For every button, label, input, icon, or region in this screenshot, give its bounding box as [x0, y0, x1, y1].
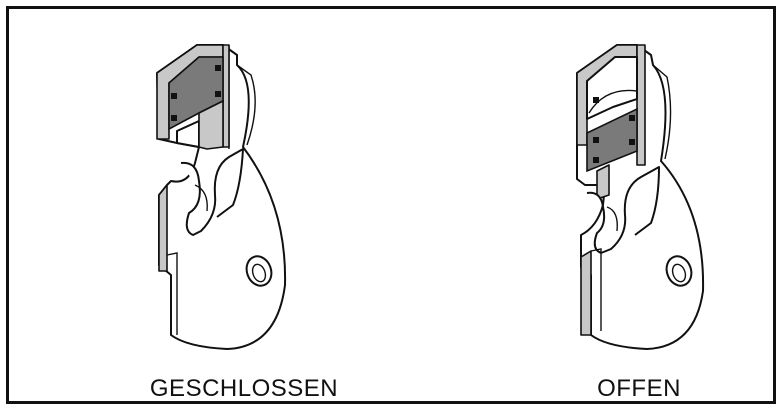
cam-curve — [180, 148, 244, 236]
body-rim — [652, 64, 672, 160]
top-frame-right — [636, 44, 646, 166]
screw — [593, 137, 599, 143]
closed-caption: GESCHLOSSEN — [149, 375, 339, 402]
screw — [629, 139, 635, 145]
cam-detail — [606, 206, 618, 232]
window-opening — [586, 56, 638, 120]
open-caption: OFFEN — [597, 375, 681, 402]
latch-plate — [586, 107, 638, 173]
side-rail — [580, 250, 592, 336]
screw — [215, 91, 221, 97]
screw — [171, 115, 177, 121]
side-rail — [158, 184, 168, 272]
rail-step — [166, 252, 178, 335]
screw — [629, 115, 635, 121]
screw-hole-inner — [671, 263, 687, 283]
screw — [171, 93, 177, 99]
top-frame-right — [222, 44, 230, 148]
screw-hole-inner — [251, 263, 267, 283]
inner-post — [198, 100, 224, 150]
rail-step — [590, 248, 602, 331]
cam-curve — [586, 166, 660, 254]
open-latch-illustration — [576, 44, 705, 350]
diagram-frame: GESCHLOSSEN OFFEN — [6, 6, 776, 404]
plate-stem — [596, 164, 610, 200]
screw — [593, 157, 599, 163]
closed-latch-illustration — [156, 44, 287, 350]
cam-detail — [194, 184, 208, 212]
body-rim — [236, 64, 256, 146]
window-arc — [588, 89, 638, 114]
screw — [593, 97, 599, 103]
screw — [215, 65, 221, 71]
